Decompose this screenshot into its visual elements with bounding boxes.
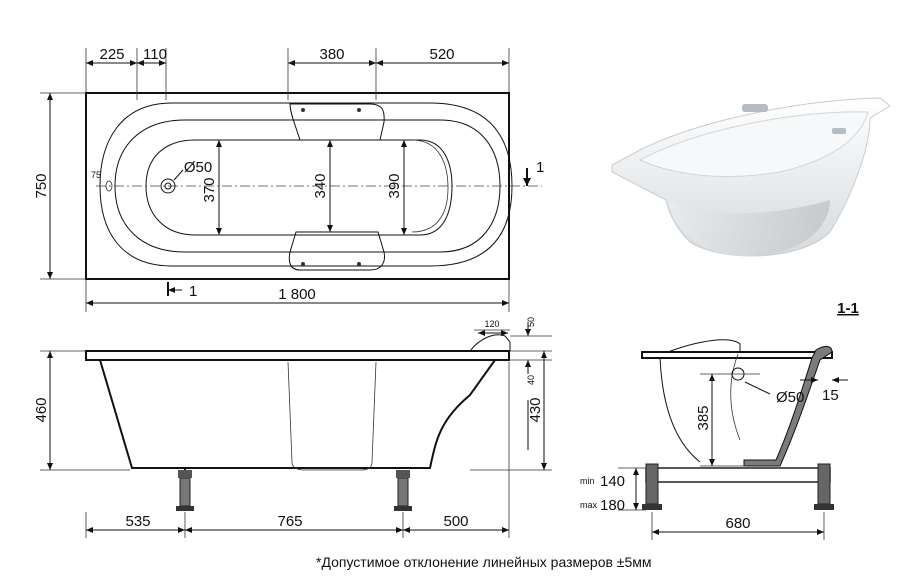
dim-top-225: 225: [99, 46, 124, 63]
dim-inner-340: 340: [312, 173, 329, 198]
dim-inner-depth-430: 430: [527, 397, 544, 422]
section-depth-385: 385: [695, 405, 712, 430]
section-mark-right: 1: [536, 159, 544, 176]
side-view: 460 120 50 40 430 535 765 500: [33, 317, 552, 538]
dim-step-40: 40: [526, 375, 536, 385]
dim-inner-390: 390: [386, 173, 403, 198]
dim-inner-370: 370: [201, 177, 218, 202]
bathtub-3d-render: [611, 97, 891, 257]
dim-side-460: 460: [33, 397, 50, 422]
section-mark-bottom: 1: [189, 283, 197, 300]
section-width-680: 680: [725, 515, 750, 532]
section-drain-label: Ø50: [776, 389, 804, 406]
drain-label-plan: Ø50: [184, 159, 212, 176]
section-max-value: 180: [600, 497, 625, 514]
dim-leg-500: 500: [443, 513, 468, 530]
dim-leg-765: 765: [277, 513, 302, 530]
footnote: *Допустимое отклонение линейных размеров…: [316, 554, 652, 570]
section-min-label: min: [580, 476, 595, 486]
dim-top-380: 380: [319, 46, 344, 63]
dim-top-520: 520: [429, 46, 454, 63]
section-view: 1-1 Ø50 15 385 min 140 max 180: [580, 300, 859, 540]
dim-leg-535: 535: [125, 513, 150, 530]
leg-left: [176, 468, 194, 511]
section-title: 1-1: [837, 300, 859, 317]
dim-rim-height-50: 50: [526, 317, 536, 327]
dim-top-110: 110: [143, 46, 167, 63]
dim-rim-width-120: 120: [484, 319, 499, 329]
section-max-label: max: [580, 500, 598, 510]
dim-length-1800: 1 800: [278, 286, 316, 303]
dim-height-750: 750: [33, 173, 50, 198]
dim-offset-75: 75: [91, 170, 101, 180]
section-min-value: 140: [600, 473, 625, 490]
plan-view: 225 110 380 520 750 75 Ø50 370 340 390 1…: [33, 46, 544, 312]
leg-right: [394, 470, 412, 511]
section-wall-15: 15: [822, 387, 839, 404]
